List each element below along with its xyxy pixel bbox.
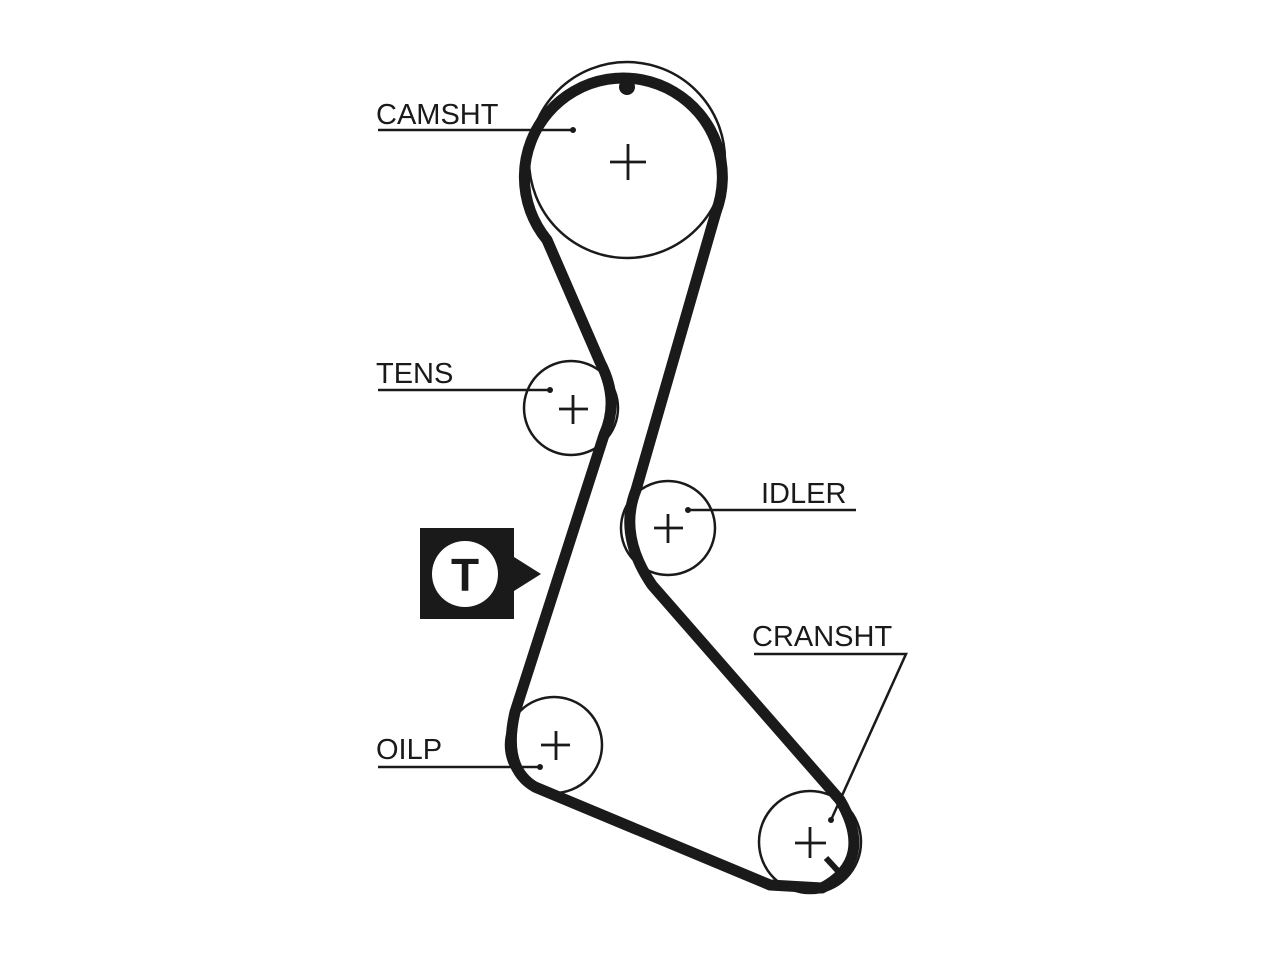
tensioner-center-cross [559,395,588,424]
camshaft-center-cross [610,144,646,180]
tensioner-label: TENS [376,358,453,390]
crankshaft-leader [754,652,908,823]
timing-belt [505,72,860,894]
camshaft-label: CAMSHT [376,99,499,131]
idler-leader [685,507,856,513]
camshaft-timing-mark [619,79,635,95]
camshaft-leader [378,127,576,133]
tension-badge-letter: T [451,549,479,601]
crankshaft-timing-mark [823,855,841,874]
tensioner-leader [378,387,553,393]
oil-pump-leader [378,764,543,770]
idler-center-cross [654,514,683,543]
oil-pump-label: OILP [376,734,442,766]
crankshaft-center-cross [795,827,826,858]
idler-label: IDLER [761,478,846,510]
tension-side-badge: T [420,528,541,619]
oil-pump-center-cross [541,731,570,760]
crankshaft-label: CRANSHT [752,621,892,653]
